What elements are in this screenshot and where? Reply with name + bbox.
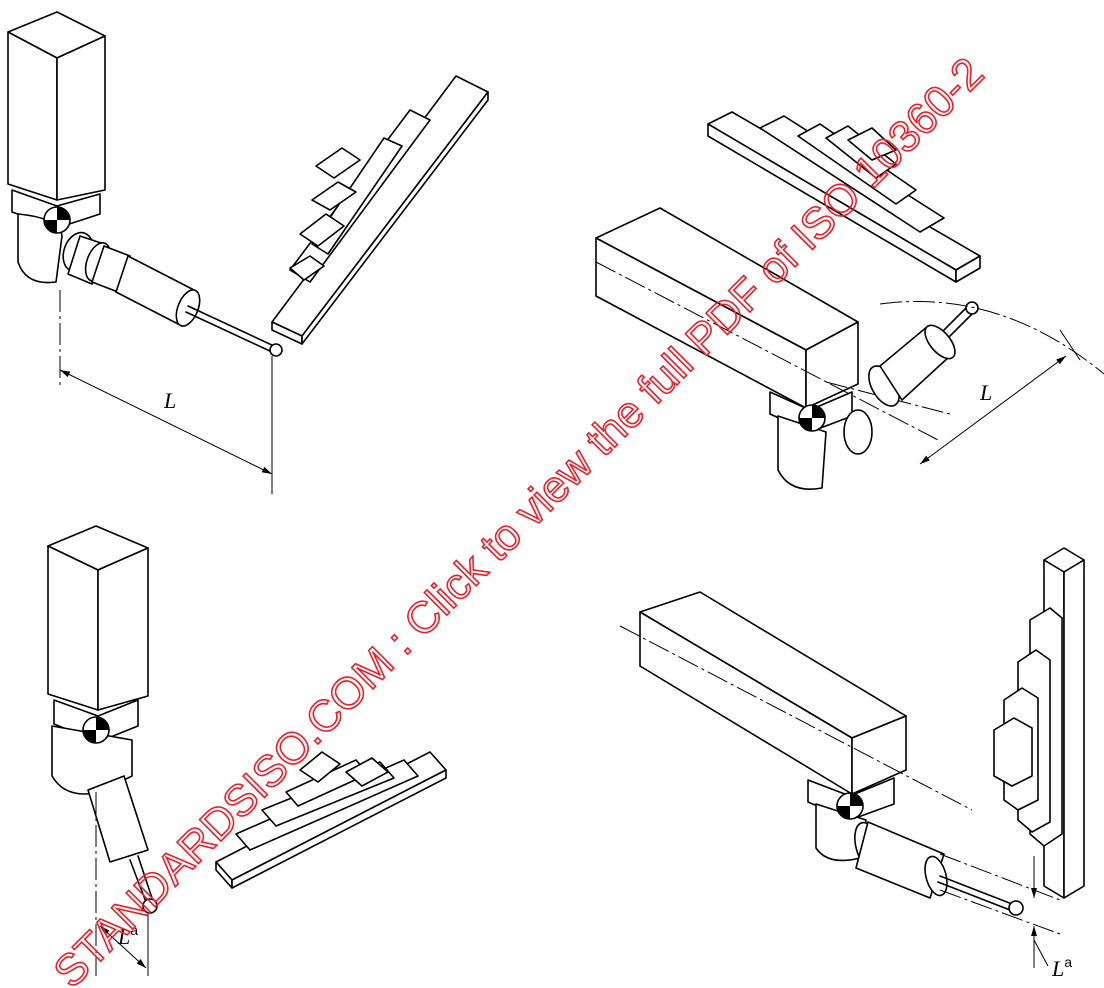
- reference-symbol: [798, 404, 826, 432]
- horizontal-probe-top-left: [62, 231, 283, 357]
- dimension-L-bottom-right: La: [1031, 856, 1072, 981]
- vertical-ram-bottom-left: [47, 525, 149, 743]
- reference-symbol: [836, 792, 864, 820]
- horizontal-ram-top-right: [595, 207, 951, 441]
- length-label-top-left: L: [163, 388, 176, 413]
- horizontal-ram-bottom-right: [619, 591, 973, 811]
- step-gauge-top-left: [271, 75, 489, 345]
- probe-head-top-right: [769, 391, 873, 490]
- dimension-L-bottom-left: La: [95, 792, 149, 976]
- vertical-ram-top-left: [7, 11, 106, 229]
- length-label-bottom-left: La: [117, 922, 138, 949]
- probe-head-top-left: [17, 206, 71, 284]
- reference-symbol: [82, 716, 110, 744]
- dimension-L-top-left: L: [59, 290, 273, 494]
- length-label-top-right: L: [979, 380, 992, 405]
- angled-probe-top-right: [868, 301, 979, 407]
- panel-top-left: L: [7, 11, 489, 494]
- probe-head-bottom-right: [807, 777, 895, 862]
- step-gauge-bottom-right: [993, 547, 1085, 899]
- length-label-bottom-right: La: [1051, 954, 1072, 981]
- panel-top-right: L: [595, 111, 1104, 490]
- dimension-L-top-right: L: [879, 301, 1104, 465]
- tilted-probe-bottom-left: [87, 775, 158, 914]
- horizontal-probe-bottom-right: [854, 821, 1061, 935]
- step-gauge-top-right: [707, 111, 981, 283]
- panel-bottom-left: La: [47, 525, 447, 976]
- step-gauge-bottom-left: [215, 751, 447, 889]
- reference-symbol: [43, 206, 71, 234]
- panel-bottom-right: La: [619, 547, 1085, 981]
